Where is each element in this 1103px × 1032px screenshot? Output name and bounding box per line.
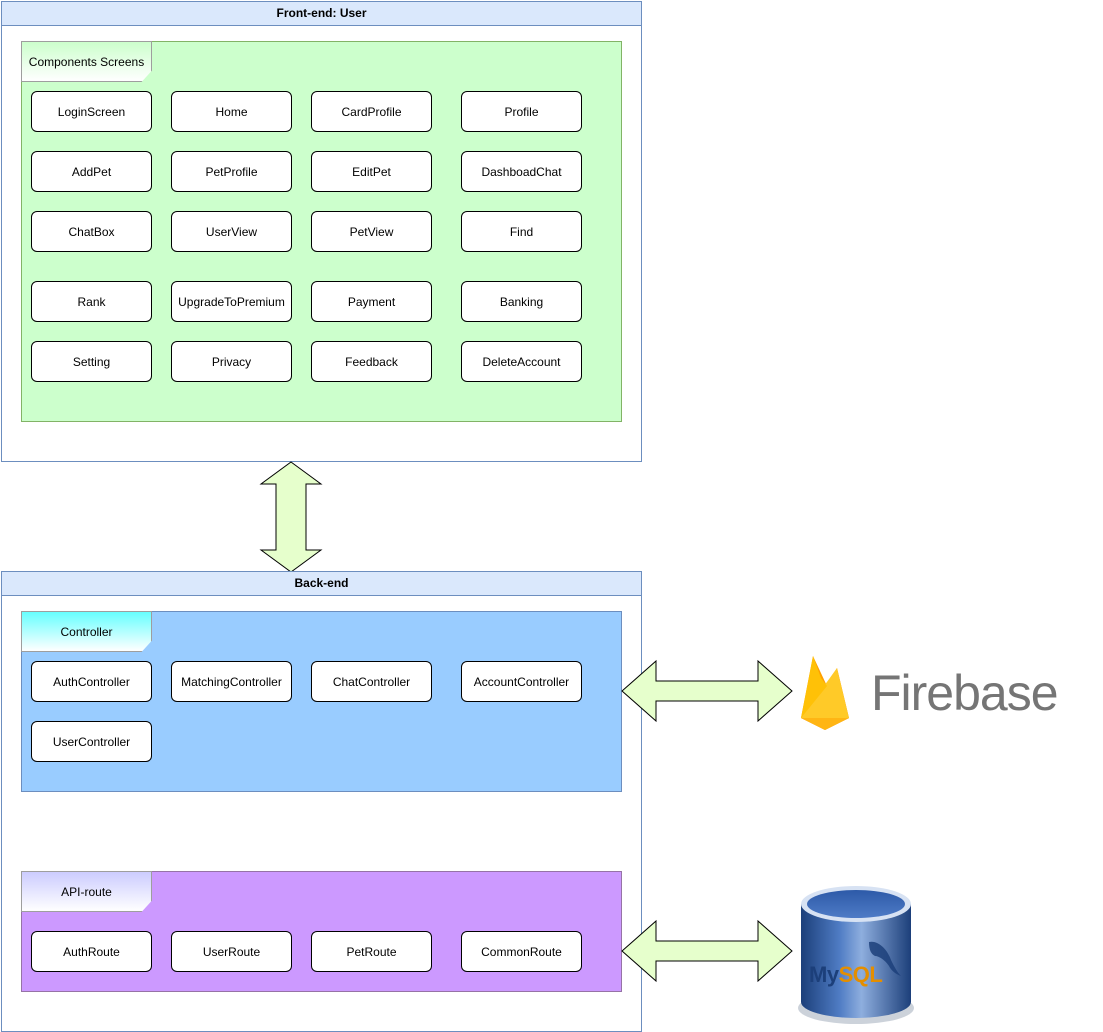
frontend-title: Front-end: User — [2, 2, 641, 26]
mysql-label: MySQL — [809, 962, 883, 988]
controller-node[interactable]: AuthController — [31, 661, 152, 702]
frontend-backend-arrow — [259, 461, 323, 573]
screen-node[interactable]: Find — [461, 211, 582, 252]
screen-node[interactable]: Banking — [461, 281, 582, 322]
controller-node[interactable]: UserController — [31, 721, 152, 762]
screen-node[interactable]: ChatBox — [31, 211, 152, 252]
screen-node[interactable]: Profile — [461, 91, 582, 132]
route-node[interactable]: CommonRoute — [461, 931, 582, 972]
route-node[interactable]: AuthRoute — [31, 931, 152, 972]
screen-node[interactable]: Privacy — [171, 341, 292, 382]
api-route-label: API-route — [21, 871, 152, 912]
screen-node[interactable]: LoginScreen — [31, 91, 152, 132]
database-cylinder-icon — [798, 886, 914, 1024]
screen-node[interactable]: Payment — [311, 281, 432, 322]
mysql-database: MySQL — [791, 880, 921, 1030]
controller-firebase-arrow — [621, 659, 793, 723]
mysql-text: MySQL — [809, 962, 883, 987]
screen-node[interactable]: UserView — [171, 211, 292, 252]
backend-title: Back-end — [2, 572, 641, 596]
screen-node[interactable]: AddPet — [31, 151, 152, 192]
screen-node[interactable]: DeleteAccount — [461, 341, 582, 382]
screen-node[interactable]: PetProfile — [171, 151, 292, 192]
api-mysql-arrow — [621, 919, 793, 983]
screen-node[interactable]: Rank — [31, 281, 152, 322]
components-screens-label: Components Screens — [21, 41, 152, 82]
screen-node[interactable]: EditPet — [311, 151, 432, 192]
screen-node[interactable]: UpgradeToPremium — [171, 281, 292, 322]
controller-label: Controller — [21, 611, 152, 652]
controller-node[interactable]: MatchingController — [171, 661, 292, 702]
screen-node[interactable]: PetView — [311, 211, 432, 252]
screen-node[interactable]: Setting — [31, 341, 152, 382]
firebase-wordmark: Firebase — [871, 665, 1059, 721]
screen-node[interactable]: Feedback — [311, 341, 432, 382]
firebase-flame-icon — [801, 656, 849, 730]
screen-node[interactable]: CardProfile — [311, 91, 432, 132]
screen-node[interactable]: Home — [171, 91, 292, 132]
route-node[interactable]: PetRoute — [311, 931, 432, 972]
controller-node[interactable]: AccountController — [461, 661, 582, 702]
screen-node[interactable]: DashboadChat — [461, 151, 582, 192]
firebase-logo: Firebase — [795, 650, 1075, 735]
route-node[interactable]: UserRoute — [171, 931, 292, 972]
controller-node[interactable]: ChatController — [311, 661, 432, 702]
